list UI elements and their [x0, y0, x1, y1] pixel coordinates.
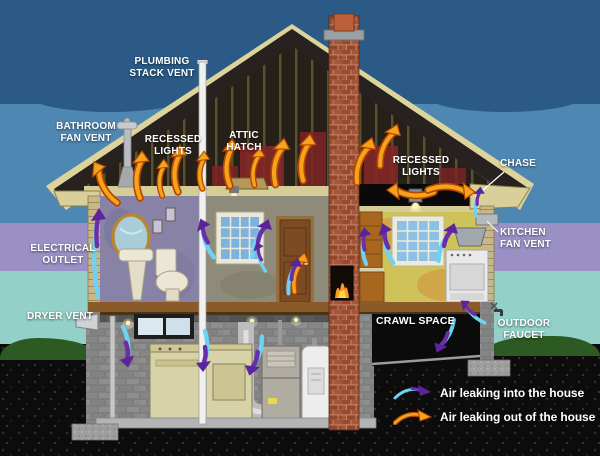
label-chase: CHASE: [500, 158, 537, 169]
water-heater: [301, 338, 333, 425]
right-foundation: [480, 302, 494, 362]
fireplace: [330, 265, 354, 301]
downspout-pipe: [109, 315, 116, 427]
floor-edge: [88, 312, 492, 315]
chimney: [323, 13, 365, 431]
kitchen-fan-vent-pointer-line: [486, 220, 499, 233]
crawl-space: [371, 302, 511, 377]
bathroom: [100, 196, 199, 304]
stove: [445, 249, 489, 303]
legend: Air leaking into the house Air leaking o…: [393, 384, 595, 425]
basement-partition-wall: [358, 314, 374, 420]
label-recessed-lights-right: RECESSED LIGHTS: [392, 155, 450, 178]
legend-air-out: Air leaking out of the house: [393, 408, 595, 425]
label-recessed-lights-left: RECESSED LIGHTS: [144, 134, 202, 157]
footing: [467, 359, 511, 377]
window: [391, 215, 445, 267]
middle-room: [206, 196, 329, 304]
basement-window: [134, 314, 194, 339]
label-plumbing-stack-vent: PLUMBING STACK VENT: [129, 56, 195, 79]
right-soffit: [469, 183, 531, 210]
kitchen-fan-vent-duct: [475, 213, 499, 226]
cabinet: [359, 211, 385, 303]
toilet: [155, 248, 189, 302]
label-dryer-vent: DRYER VENT: [27, 311, 94, 322]
ceiling-bulb: [291, 316, 301, 326]
wall-picture: [165, 207, 176, 222]
label-attic-hatch: ATTIC HATCH: [226, 130, 262, 153]
grass-right: [486, 336, 600, 356]
legend-air-in-label: Air leaking into the house: [440, 385, 585, 400]
legend-air-in: Air leaking into the house: [393, 384, 595, 401]
bathroom-fan-vent-pipe: [116, 117, 138, 188]
footing: [71, 423, 119, 441]
label-outdoor-faucet: OUTDOOR FAUCET: [497, 318, 551, 341]
furnace: [261, 320, 301, 423]
range-hood: [453, 227, 487, 247]
label-crawl-space: CRAWL SPACE: [376, 315, 455, 327]
left-foundation: [86, 312, 100, 424]
legend-air-out-label: Air leaking out of the house: [440, 409, 596, 424]
air-in-arrow-icon: [393, 385, 431, 400]
air-out-arrow-icon: [393, 409, 433, 425]
dryer: [205, 343, 253, 423]
kitchen-ceiling: [358, 206, 492, 212]
air-in-arrows: [91, 184, 492, 378]
label-kitchen-fan-vent: KITCHEN FAN VENT: [500, 227, 552, 250]
label-bathroom-fan-vent: BATHROOM FAN VENT: [56, 121, 116, 144]
grass-left: [0, 338, 94, 360]
sky-edge-texture: [30, 96, 190, 112]
roof: [46, 24, 534, 210]
air-in-arrow: [91, 208, 106, 299]
floor: [88, 302, 492, 314]
ceiling: [84, 186, 360, 196]
basement: [71, 312, 377, 441]
wall-picture: [152, 219, 163, 234]
sky-edge-texture: [430, 98, 580, 112]
washer: [149, 343, 205, 425]
label-electrical-outlet: ELECTRICAL OUTLET: [30, 243, 96, 266]
pedestal-sink: [118, 248, 154, 301]
dryer-vent-hood: [75, 313, 99, 331]
basement-slab: [95, 417, 377, 429]
kitchen: [352, 211, 499, 303]
outdoor-faucet-spigot: [490, 302, 503, 316]
